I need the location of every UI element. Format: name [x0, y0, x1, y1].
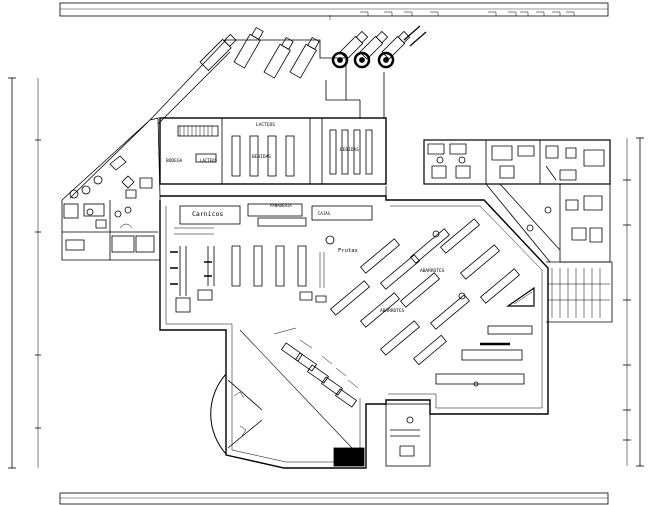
- label-panaderia: PANADERIA: [270, 203, 292, 208]
- loading-dock: [149, 25, 427, 125]
- checkout-lanes: [239, 327, 359, 449]
- left-office-wing: [61, 117, 161, 261]
- entrance: [210, 373, 431, 467]
- label-abarrotes-b: ABARROTES: [380, 308, 405, 314]
- label-frutas: Frutas: [338, 248, 358, 254]
- diagonal-gondolas: [330, 218, 535, 366]
- sales-floor-inner: [165, 205, 543, 463]
- label-bebidas-b: BEBIDAS: [340, 147, 359, 153]
- label-cajas: CAJAS: [318, 211, 331, 216]
- dimension-lines: [8, 2, 644, 505]
- label-lacteos-b: LACTEOS: [200, 158, 217, 163]
- label-bodega: BODEGA: [166, 158, 183, 164]
- label-carnicos: Carnicos: [192, 210, 223, 218]
- horizontal-gondolas: [435, 325, 533, 387]
- deli-area: [170, 203, 373, 313]
- right-office-wing: [423, 139, 613, 323]
- warehouse-block: [159, 117, 387, 197]
- label-abarrotes-a: ABARROTES: [420, 268, 445, 274]
- sales-floor-outline: [159, 195, 549, 469]
- label-bebidas-a: BEBIDAS: [252, 154, 271, 160]
- area-labels: LACTEOS BEBIDAS BEBIDAS BODEGA Carnicos …: [166, 122, 445, 314]
- label-lacteos: LACTEOS: [256, 122, 275, 128]
